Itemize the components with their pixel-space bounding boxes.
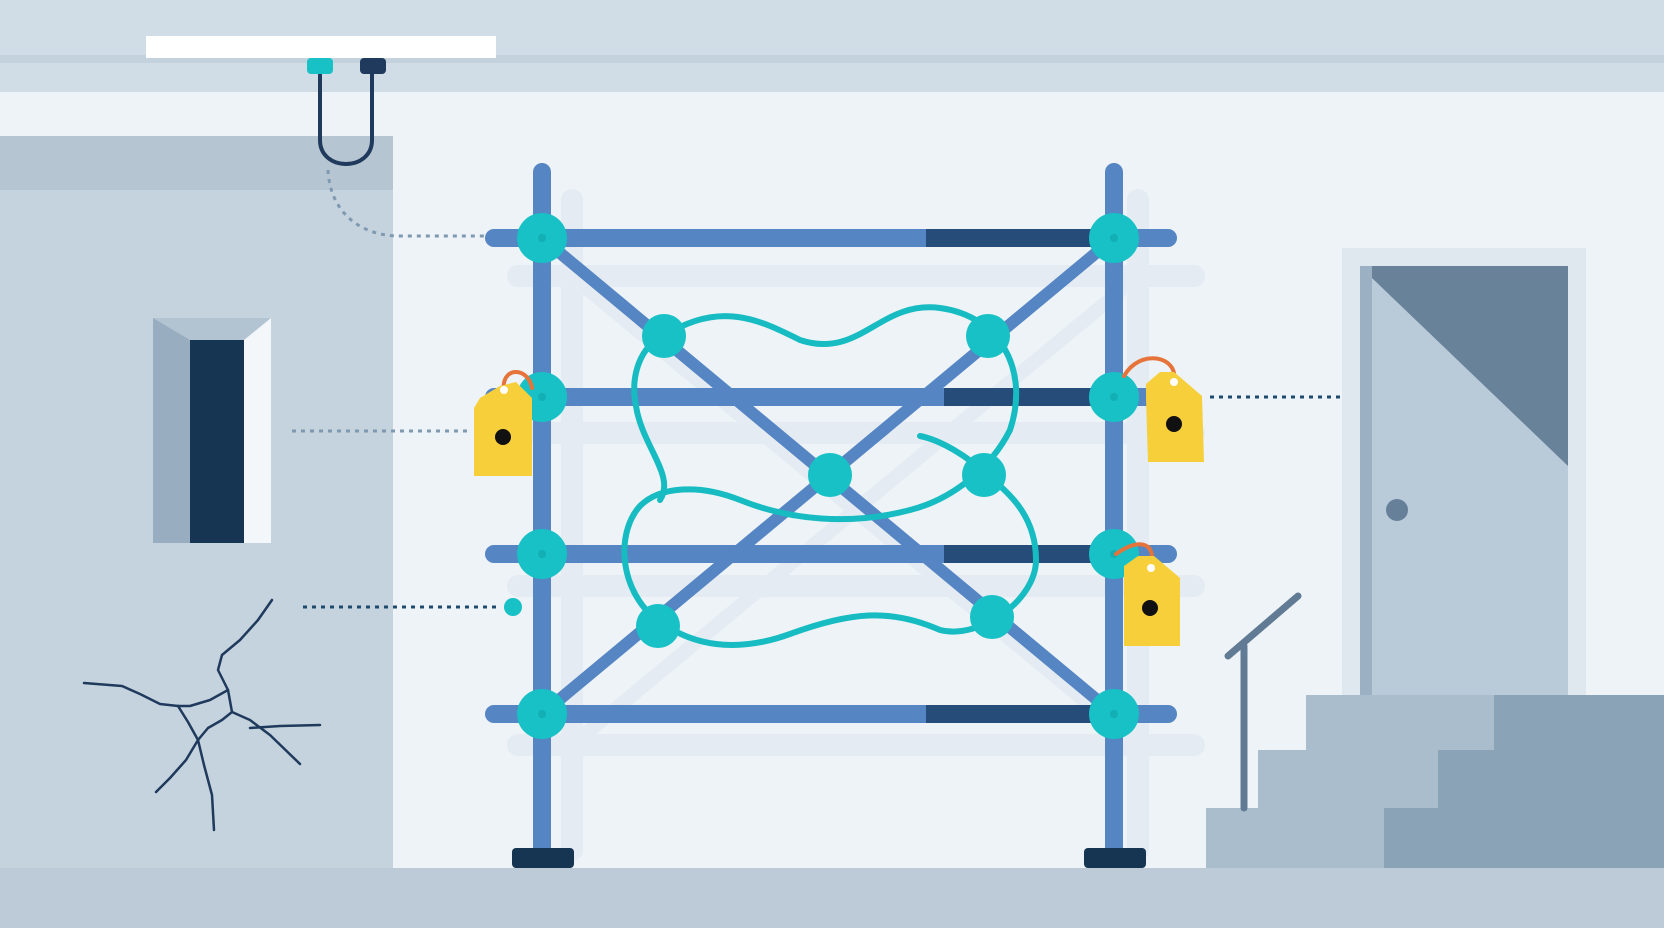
joint-node: [966, 314, 1010, 358]
leader-crack-endpoint: [504, 598, 522, 616]
handrail-icon: [1224, 592, 1302, 812]
scaffold-shadow: [507, 189, 1205, 861]
joint-node: [636, 604, 680, 648]
joint-node: [642, 314, 686, 358]
warning-tag-icon: [1122, 356, 1204, 462]
scaffold-base-plate-left: [512, 848, 574, 868]
warning-tag-icon: [1114, 542, 1180, 646]
ceiling-light-fixture: [146, 36, 496, 58]
window-icon: [153, 318, 271, 543]
wall-crack-icon: [82, 598, 322, 832]
door-icon: [1342, 248, 1586, 700]
joint-node: [962, 453, 1006, 497]
scaffold-ledgers: [485, 229, 1177, 723]
floor: [0, 868, 1664, 928]
warning-tag-icon: [474, 370, 534, 476]
ceiling-trim: [0, 55, 1664, 63]
joint-node: [808, 453, 852, 497]
tangled-cable-icon: [621, 304, 1039, 648]
joint-node: [970, 595, 1014, 639]
ceiling-plug-icon: [307, 58, 386, 166]
scaffold-base-plate-right: [1084, 848, 1146, 868]
stairs-icon: [1206, 695, 1664, 868]
door-knob: [1386, 499, 1408, 521]
